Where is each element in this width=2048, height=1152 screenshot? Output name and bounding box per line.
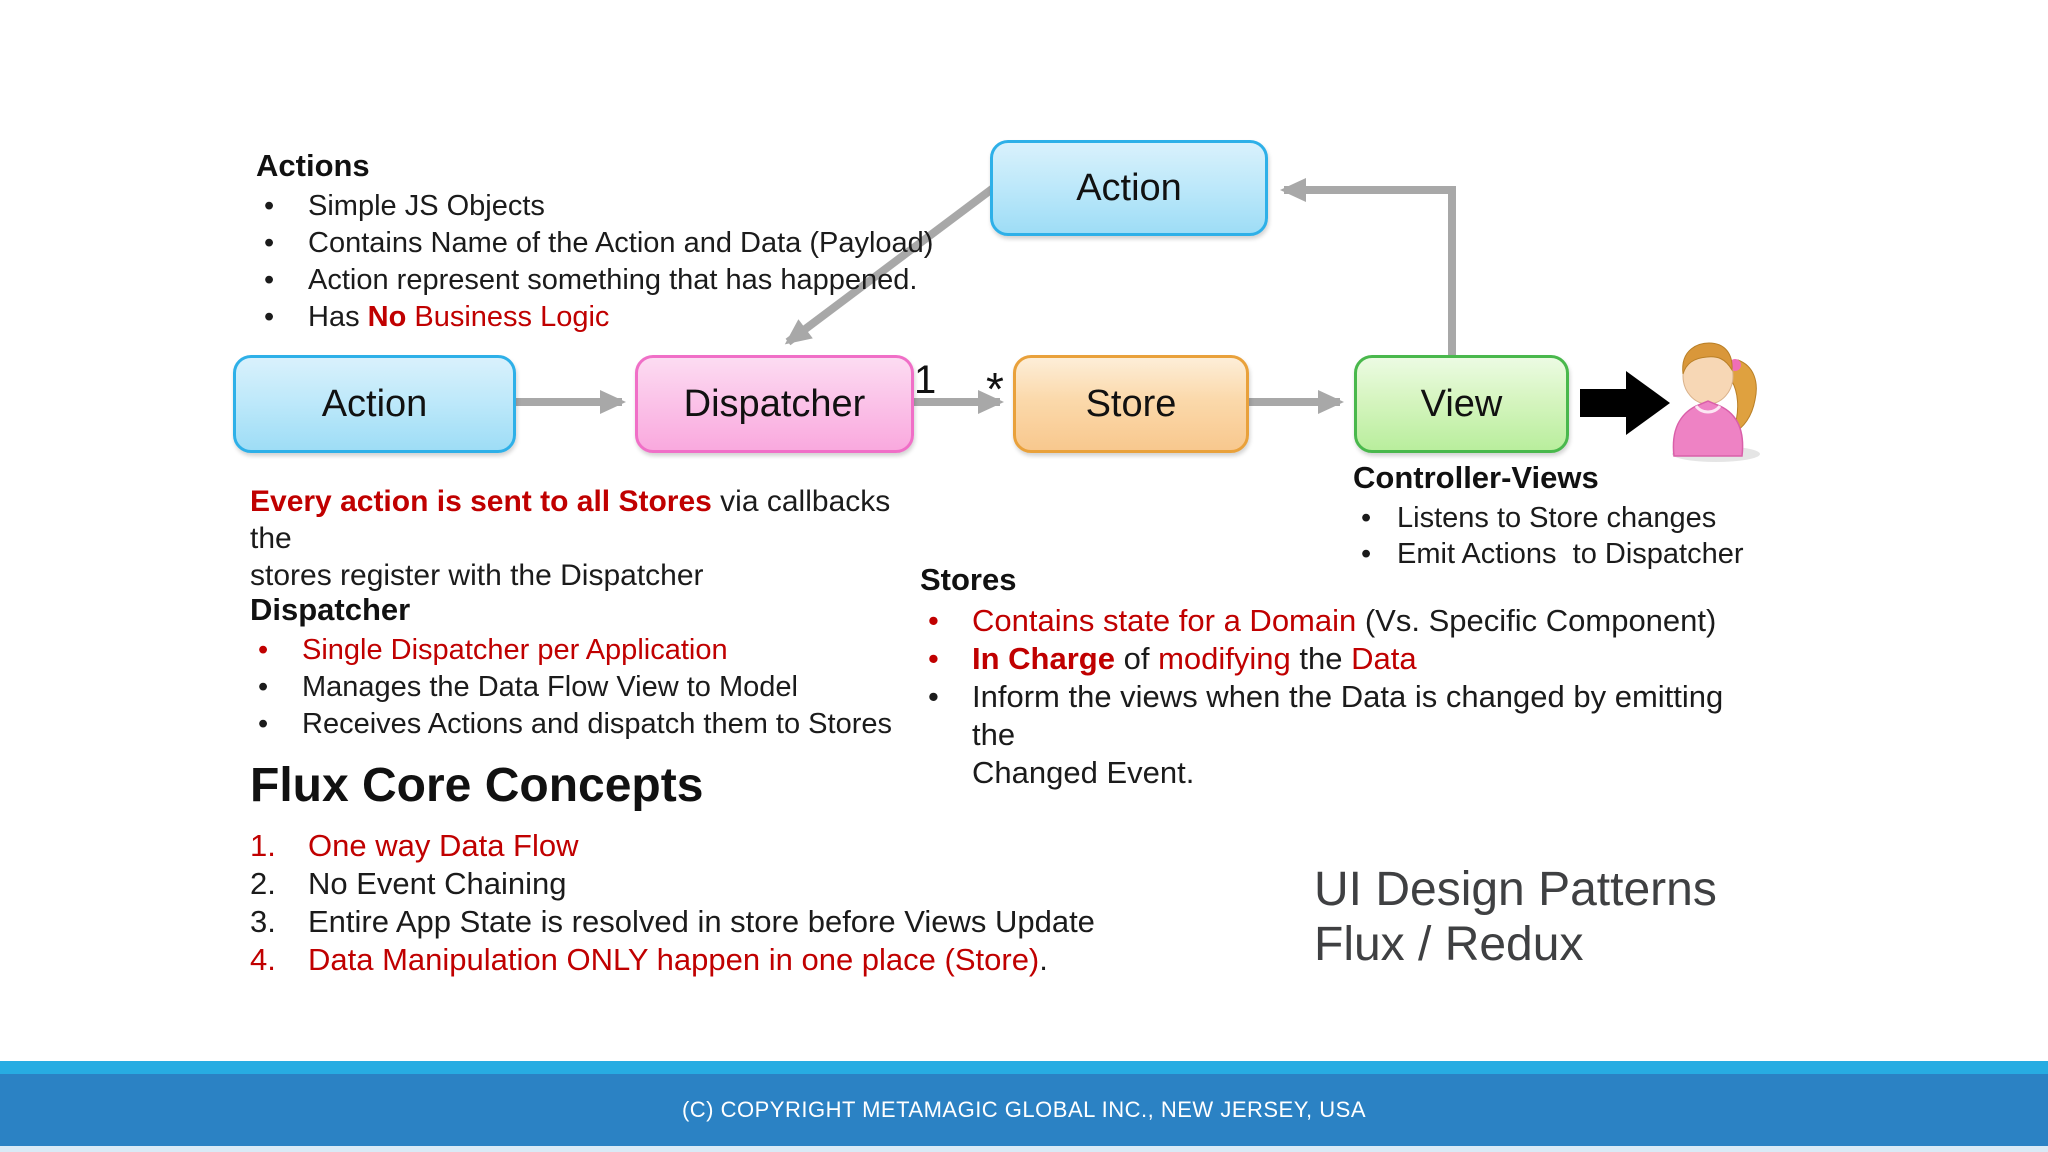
controller-views-block: Controller-Views Listens to Store change… <box>1353 460 1833 572</box>
node-view: View <box>1354 355 1569 453</box>
list-item: Listens to Store changes <box>1353 500 1833 536</box>
footer-bottom-edge <box>0 1146 2048 1152</box>
node-dispatcher-label: Dispatcher <box>683 382 866 425</box>
black-right-arrow-icon <box>1580 371 1670 435</box>
stores-block: Stores Contains state for a Domain (Vs. … <box>920 562 1750 792</box>
list-item: Simple JS Objects <box>256 188 956 225</box>
user-icon <box>1672 342 1760 462</box>
footer-accent-stripe <box>0 1061 2048 1074</box>
list-item: Receives Actions and dispatch them to St… <box>250 706 950 743</box>
node-action-top-label: Action <box>1076 166 1182 209</box>
flux-item: 4.Data Manipulation ONLY happen in one p… <box>250 942 1048 977</box>
note-line: Every action is sent to all Stores via c… <box>250 485 899 555</box>
actions-title: Actions <box>256 148 370 183</box>
dispatcher-block: Dispatcher Single Dispatcher per Applica… <box>250 592 950 743</box>
every-action-note: Every action is sent to all Stores via c… <box>250 483 930 594</box>
flux-title: Flux Core Concepts <box>250 759 704 812</box>
flux-item: 2.No Event Chaining <box>250 866 567 901</box>
multiplicity-one: 1 <box>914 358 937 402</box>
arrow-view-to-action <box>1280 178 1456 357</box>
list-item: Action represent something that has happ… <box>256 262 956 299</box>
dispatcher-title: Dispatcher <box>250 592 411 627</box>
side-title: UI Design Patterns Flux / Redux <box>1314 862 1717 972</box>
copyright-text: (C) COPYRIGHT METAMAGIC GLOBAL INC., NEW… <box>681 1097 1367 1122</box>
node-action-left-label: Action <box>321 382 428 425</box>
stores-list: Contains state for a Domain (Vs. Specifi… <box>920 602 1750 792</box>
list-item: Emit Actions to Dispatcher <box>1353 536 1833 572</box>
controller-views-list: Listens to Store changes Emit Actions to… <box>1353 500 1833 572</box>
list-item: Inform the views when the Data is change… <box>920 678 1750 792</box>
side-title-line1: UI Design Patterns <box>1314 863 1717 916</box>
list-item: Contains state for a Domain (Vs. Specifi… <box>920 602 1750 640</box>
side-title-line2: Flux / Redux <box>1314 918 1584 971</box>
list-item: In Charge of modifying the Data <box>920 640 1750 678</box>
dispatcher-list: Single Dispatcher per Application Manage… <box>250 632 950 743</box>
multiplicity-many: * <box>986 363 1004 415</box>
stores-title: Stores <box>920 562 1017 597</box>
list-item: Has No Business Logic <box>256 299 956 336</box>
node-store-label: Store <box>1085 382 1177 425</box>
list-item: Contains Name of the Action and Data (Pa… <box>256 225 956 262</box>
node-dispatcher: Dispatcher <box>635 355 914 453</box>
footer-bar: (C) COPYRIGHT METAMAGIC GLOBAL INC., NEW… <box>0 1074 2048 1146</box>
controller-views-title: Controller-Views <box>1353 460 1599 495</box>
flux-core-concepts: Flux Core Concepts 1.One way Data Flow 2… <box>250 758 1150 979</box>
node-action-top: Action <box>990 140 1268 236</box>
actions-list: Simple JS Objects Contains Name of the A… <box>256 188 956 336</box>
flux-item: 1.One way Data Flow <box>250 828 579 863</box>
node-store: Store <box>1013 355 1249 453</box>
actions-block: Actions Simple JS Objects Contains Name … <box>256 148 956 336</box>
node-view-label: View <box>1420 382 1503 425</box>
note-line: stores register with the Dispatcher <box>250 559 704 592</box>
flux-item: 3.Entire App State is resolved in store … <box>250 904 1095 939</box>
list-item: Manages the Data Flow View to Model <box>250 669 950 706</box>
list-item: Single Dispatcher per Application <box>250 632 950 669</box>
node-action-left: Action <box>233 355 516 453</box>
